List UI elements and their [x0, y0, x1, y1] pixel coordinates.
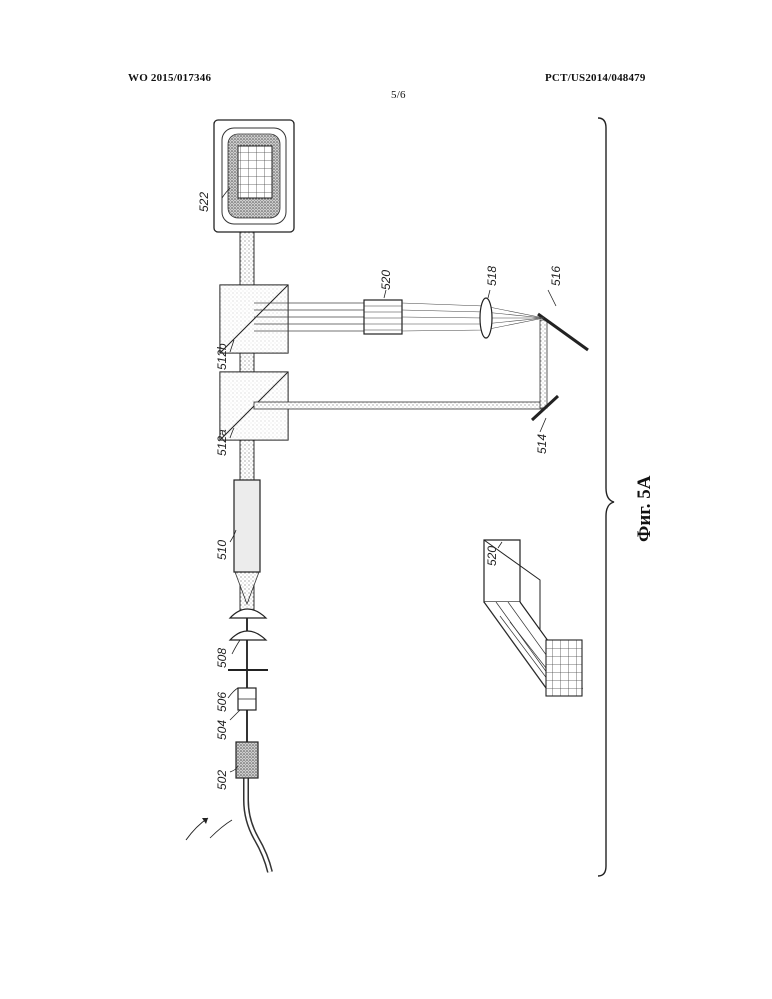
label-506: 506 — [215, 692, 229, 712]
label-522: 522 — [197, 192, 211, 212]
focus-rays — [402, 303, 544, 331]
array-520 — [364, 300, 402, 334]
figure-caption: Фиг. 5А — [634, 475, 655, 542]
expander-510 — [234, 480, 260, 572]
figure-brace — [598, 118, 614, 876]
lens-508-a — [230, 631, 266, 640]
label-520: 520 — [379, 270, 393, 290]
label-510: 510 — [215, 540, 229, 560]
label-520-detail: 520 — [485, 546, 499, 566]
lens-508-b — [230, 609, 266, 618]
label-514: 514 — [535, 434, 549, 454]
label-512a: 512a — [215, 429, 229, 456]
reference-beam-vertical — [540, 320, 547, 408]
label-512b: 512b — [215, 343, 229, 370]
label-508: 508 — [215, 648, 229, 668]
lens-518 — [480, 298, 492, 338]
label-504: 504 — [215, 720, 229, 740]
label-502: 502 — [215, 770, 229, 790]
fiber-source-502 — [236, 742, 258, 778]
label-516: 516 — [549, 266, 563, 286]
reference-beam — [254, 402, 544, 409]
beam-cone — [235, 572, 259, 604]
label-518: 518 — [485, 266, 499, 286]
